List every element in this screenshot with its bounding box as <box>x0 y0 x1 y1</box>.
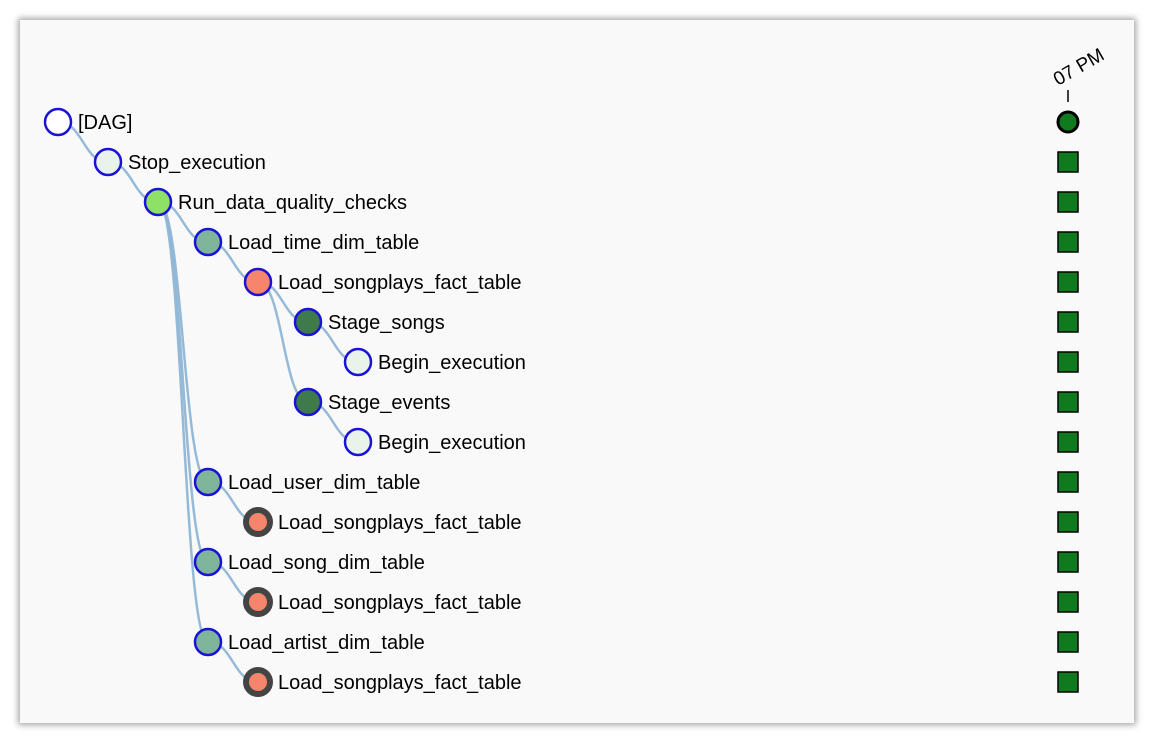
task-label[interactable]: Begin_execution <box>378 432 526 454</box>
task-state-circle[interactable] <box>243 667 273 697</box>
task-state-circle[interactable] <box>193 627 223 657</box>
task-state-circle[interactable] <box>93 147 123 177</box>
task-label[interactable]: Begin_execution <box>378 352 526 374</box>
task-node[interactable]: Stage_songs <box>293 307 445 337</box>
task-state-circle[interactable] <box>293 387 323 417</box>
task-node[interactable]: Load_time_dim_table <box>193 227 419 257</box>
run-time-label: 07 PM <box>1050 45 1108 91</box>
task-node[interactable]: Stop_execution <box>93 147 266 177</box>
task-label[interactable]: Stage_events <box>328 392 450 414</box>
task-state-circle[interactable] <box>193 547 223 577</box>
task-node[interactable]: Begin_execution <box>343 347 526 377</box>
task-state-circle[interactable] <box>193 227 223 257</box>
task-instance-status-square[interactable] <box>1057 471 1079 493</box>
tree-edge <box>156 200 210 644</box>
task-state-circle[interactable] <box>243 587 273 617</box>
task-state-circle[interactable] <box>243 267 273 297</box>
task-label[interactable]: Stage_songs <box>328 312 445 334</box>
tree-edge <box>157 200 209 564</box>
task-node[interactable]: Load_songplays_fact_table <box>243 267 522 297</box>
task-instance-status-square[interactable] <box>1057 271 1079 293</box>
task-label[interactable]: Run_data_quality_checks <box>178 192 407 214</box>
task-label[interactable]: Load_songplays_fact_table <box>278 672 522 694</box>
task-label[interactable]: Load_artist_dim_table <box>228 632 425 654</box>
task-node[interactable]: Load_songplays_fact_table <box>243 587 522 617</box>
task-state-circle[interactable] <box>43 107 73 137</box>
task-label[interactable]: Load_time_dim_table <box>228 232 419 254</box>
task-instance-status-square[interactable] <box>1057 431 1079 453</box>
task-label[interactable]: Load_songplays_fact_table <box>278 272 522 294</box>
task-instance-status-square[interactable] <box>1057 551 1079 573</box>
task-state-circle[interactable] <box>293 307 323 337</box>
task-node[interactable]: Run_data_quality_checks <box>143 187 407 217</box>
task-instance-status-square[interactable] <box>1057 351 1079 373</box>
task-node[interactable]: Stage_events <box>293 387 450 417</box>
tree-view-panel <box>20 20 1134 723</box>
task-instance-status-square[interactable] <box>1057 671 1079 693</box>
task-state-circle[interactable] <box>193 467 223 497</box>
run-status-column: 07 PM <box>1050 45 1108 693</box>
task-state-circle[interactable] <box>343 347 373 377</box>
tree-nodes: [DAG] Stop_executionRun_data_quality_chec… <box>43 107 526 697</box>
task-label[interactable]: Load_user_dim_table <box>228 472 420 494</box>
task-instance-status-square[interactable] <box>1057 151 1079 173</box>
task-node[interactable]: Load_songplays_fact_table <box>243 507 522 537</box>
dag-run-status-circle[interactable] <box>1056 110 1080 134</box>
task-node[interactable]: Load_song_dim_table <box>193 547 425 577</box>
task-label[interactable]: Load_song_dim_table <box>228 552 425 574</box>
task-state-circle[interactable] <box>343 427 373 457</box>
task-node[interactable]: Begin_execution <box>343 427 526 457</box>
task-node[interactable]: Load_user_dim_table <box>193 467 420 497</box>
task-instance-status-square[interactable] <box>1057 591 1079 613</box>
task-instance-status-square[interactable] <box>1057 391 1079 413</box>
task-node[interactable]: [DAG] <box>43 107 132 137</box>
task-state-circle[interactable] <box>143 187 173 217</box>
task-label[interactable]: Load_songplays_fact_table <box>278 592 522 614</box>
task-node[interactable]: Load_songplays_fact_table <box>243 667 522 697</box>
task-instance-status-square[interactable] <box>1057 311 1079 333</box>
task-instance-status-square[interactable] <box>1057 511 1079 533</box>
task-state-circle[interactable] <box>243 507 273 537</box>
task-node[interactable]: Load_artist_dim_table <box>193 627 425 657</box>
task-instance-status-square[interactable] <box>1057 231 1079 253</box>
task-label[interactable]: [DAG] <box>78 112 132 134</box>
task-label[interactable]: Load_songplays_fact_table <box>278 512 522 534</box>
task-instance-status-square[interactable] <box>1057 631 1079 653</box>
task-instance-status-square[interactable] <box>1057 191 1079 213</box>
task-label[interactable]: Stop_execution <box>128 152 266 174</box>
